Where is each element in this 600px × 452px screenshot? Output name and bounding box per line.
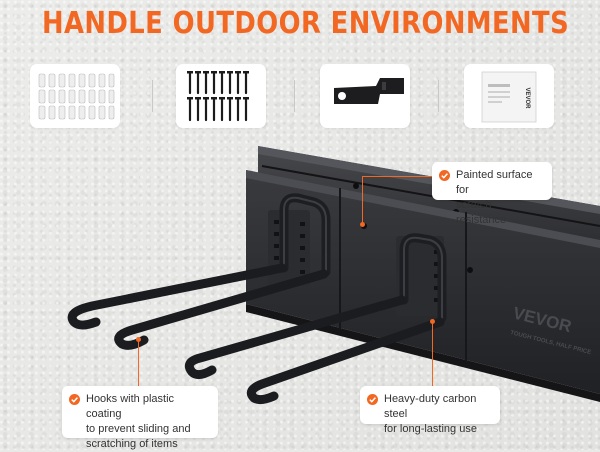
- callout-text: Hooks with plastic coating to prevent sl…: [86, 393, 191, 450]
- page-title: HANDLE OUTDOOR ENVIRONMENTS: [42, 6, 570, 41]
- accessory-tile-screws: [176, 64, 266, 128]
- wall-anchors-icon: [38, 73, 115, 120]
- check-icon: [439, 170, 450, 181]
- hook-right: [184, 233, 447, 405]
- callout-carbon-steel: Heavy-duty carbon steel for long-lasting…: [360, 386, 500, 435]
- callout-text: Painted surface for scratch resistance: [456, 169, 533, 226]
- callout-leader-line: [362, 176, 363, 224]
- callout-marker-dot: [136, 337, 141, 342]
- callout-leader-line: [362, 176, 432, 177]
- callout-text: Heavy-duty carbon steel for long-lasting…: [384, 393, 477, 435]
- accessory-tile-manual: VEVOR: [464, 64, 554, 128]
- callout-marker-dot: [360, 222, 365, 227]
- hook-left: [67, 193, 331, 350]
- callout-marker-dot: [430, 319, 435, 324]
- manual-icon: VEVOR: [481, 71, 537, 123]
- bracket-icon: [334, 78, 404, 104]
- screws-icon: [187, 70, 249, 122]
- tile-divider: [294, 80, 295, 112]
- callout-painted-surface: Painted surface for scratch resistance: [432, 162, 552, 226]
- accessory-tile-bracket: [320, 64, 410, 128]
- manual-brand-text: VEVOR: [524, 87, 530, 109]
- check-icon: [367, 394, 378, 405]
- callout-plastic-coating: Hooks with plastic coating to prevent sl…: [62, 386, 218, 450]
- check-icon: [69, 394, 80, 405]
- callout-leader-line: [432, 322, 433, 386]
- callout-leader-line: [138, 340, 139, 386]
- accessory-tile-anchors: [30, 64, 120, 128]
- tile-divider: [438, 80, 439, 112]
- tile-divider: [152, 80, 153, 112]
